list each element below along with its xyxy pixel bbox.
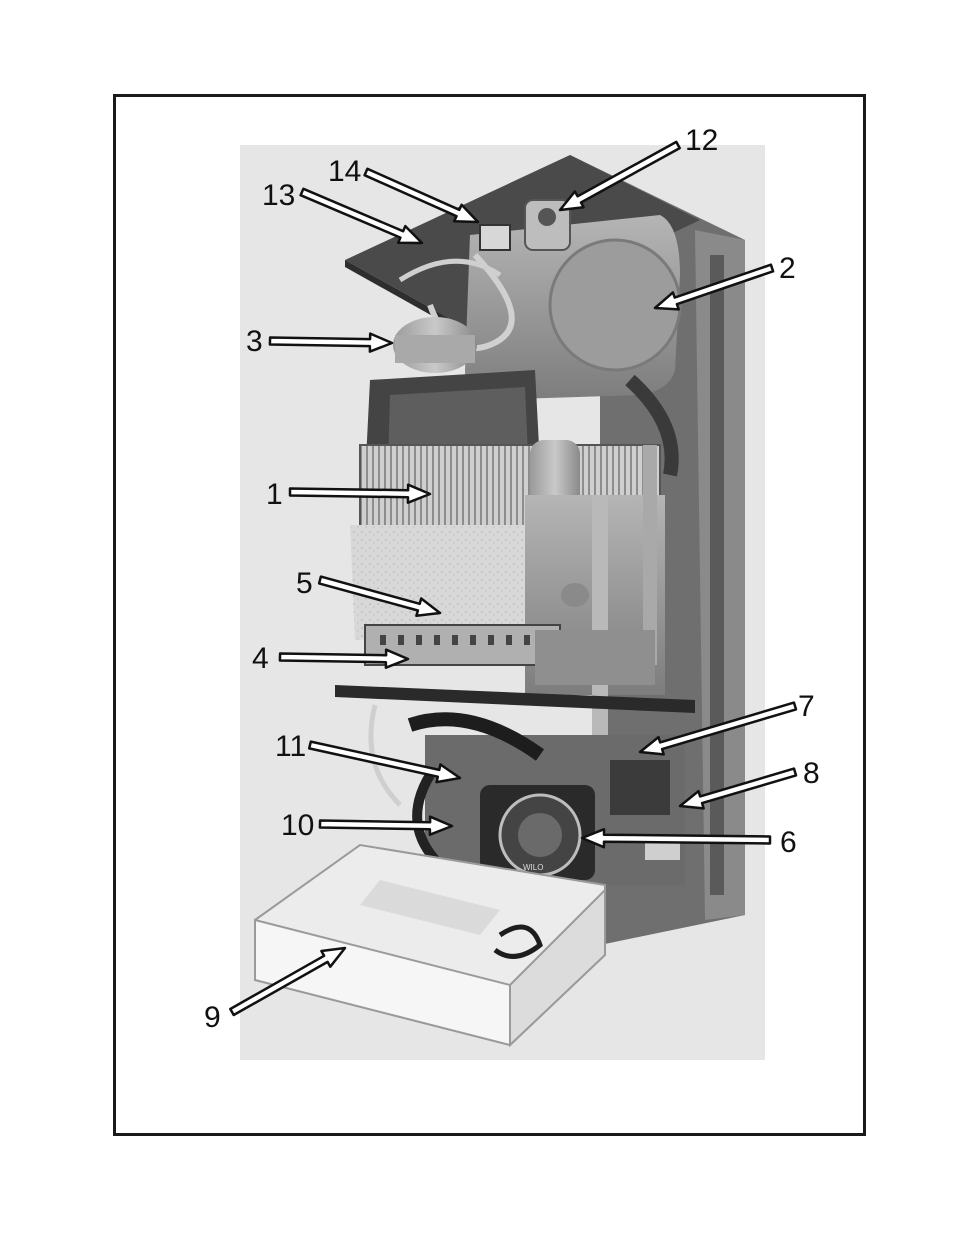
callout-label-1: 1 [266, 478, 283, 511]
callout-arrow-4 [280, 650, 408, 668]
callout-arrow-10 [320, 817, 452, 835]
callout-arrow-6 [582, 829, 770, 847]
callout-label-4: 4 [252, 642, 269, 675]
callout-label-8: 8 [803, 757, 820, 790]
callout-arrow-2 [655, 265, 773, 310]
callout-arrow-9 [230, 948, 345, 1015]
callout-label-2: 2 [779, 252, 796, 285]
callout-label-5: 5 [296, 567, 313, 600]
callout-label-14: 14 [328, 155, 361, 188]
callout-arrow-14 [365, 169, 478, 222]
callout-label-9: 9 [204, 1001, 221, 1034]
callout-label-7: 7 [798, 690, 815, 723]
callout-arrow-7 [640, 703, 796, 755]
callout-arrow-5 [319, 577, 440, 616]
callout-label-10: 10 [281, 809, 314, 842]
callout-label-12: 12 [685, 124, 718, 157]
callout-arrow-8 [680, 769, 796, 809]
callout-arrows [230, 142, 796, 1015]
callout-arrow-1 [290, 485, 430, 503]
callout-label-11: 11 [275, 730, 306, 763]
callout-arrow-13 [301, 189, 422, 243]
callout-arrow-12 [560, 142, 680, 210]
callout-label-3: 3 [246, 325, 263, 358]
callout-label-13: 13 [262, 179, 295, 212]
callout-arrow-11 [309, 742, 460, 783]
callout-label-6: 6 [780, 826, 797, 859]
callout-arrow-3 [270, 334, 392, 352]
